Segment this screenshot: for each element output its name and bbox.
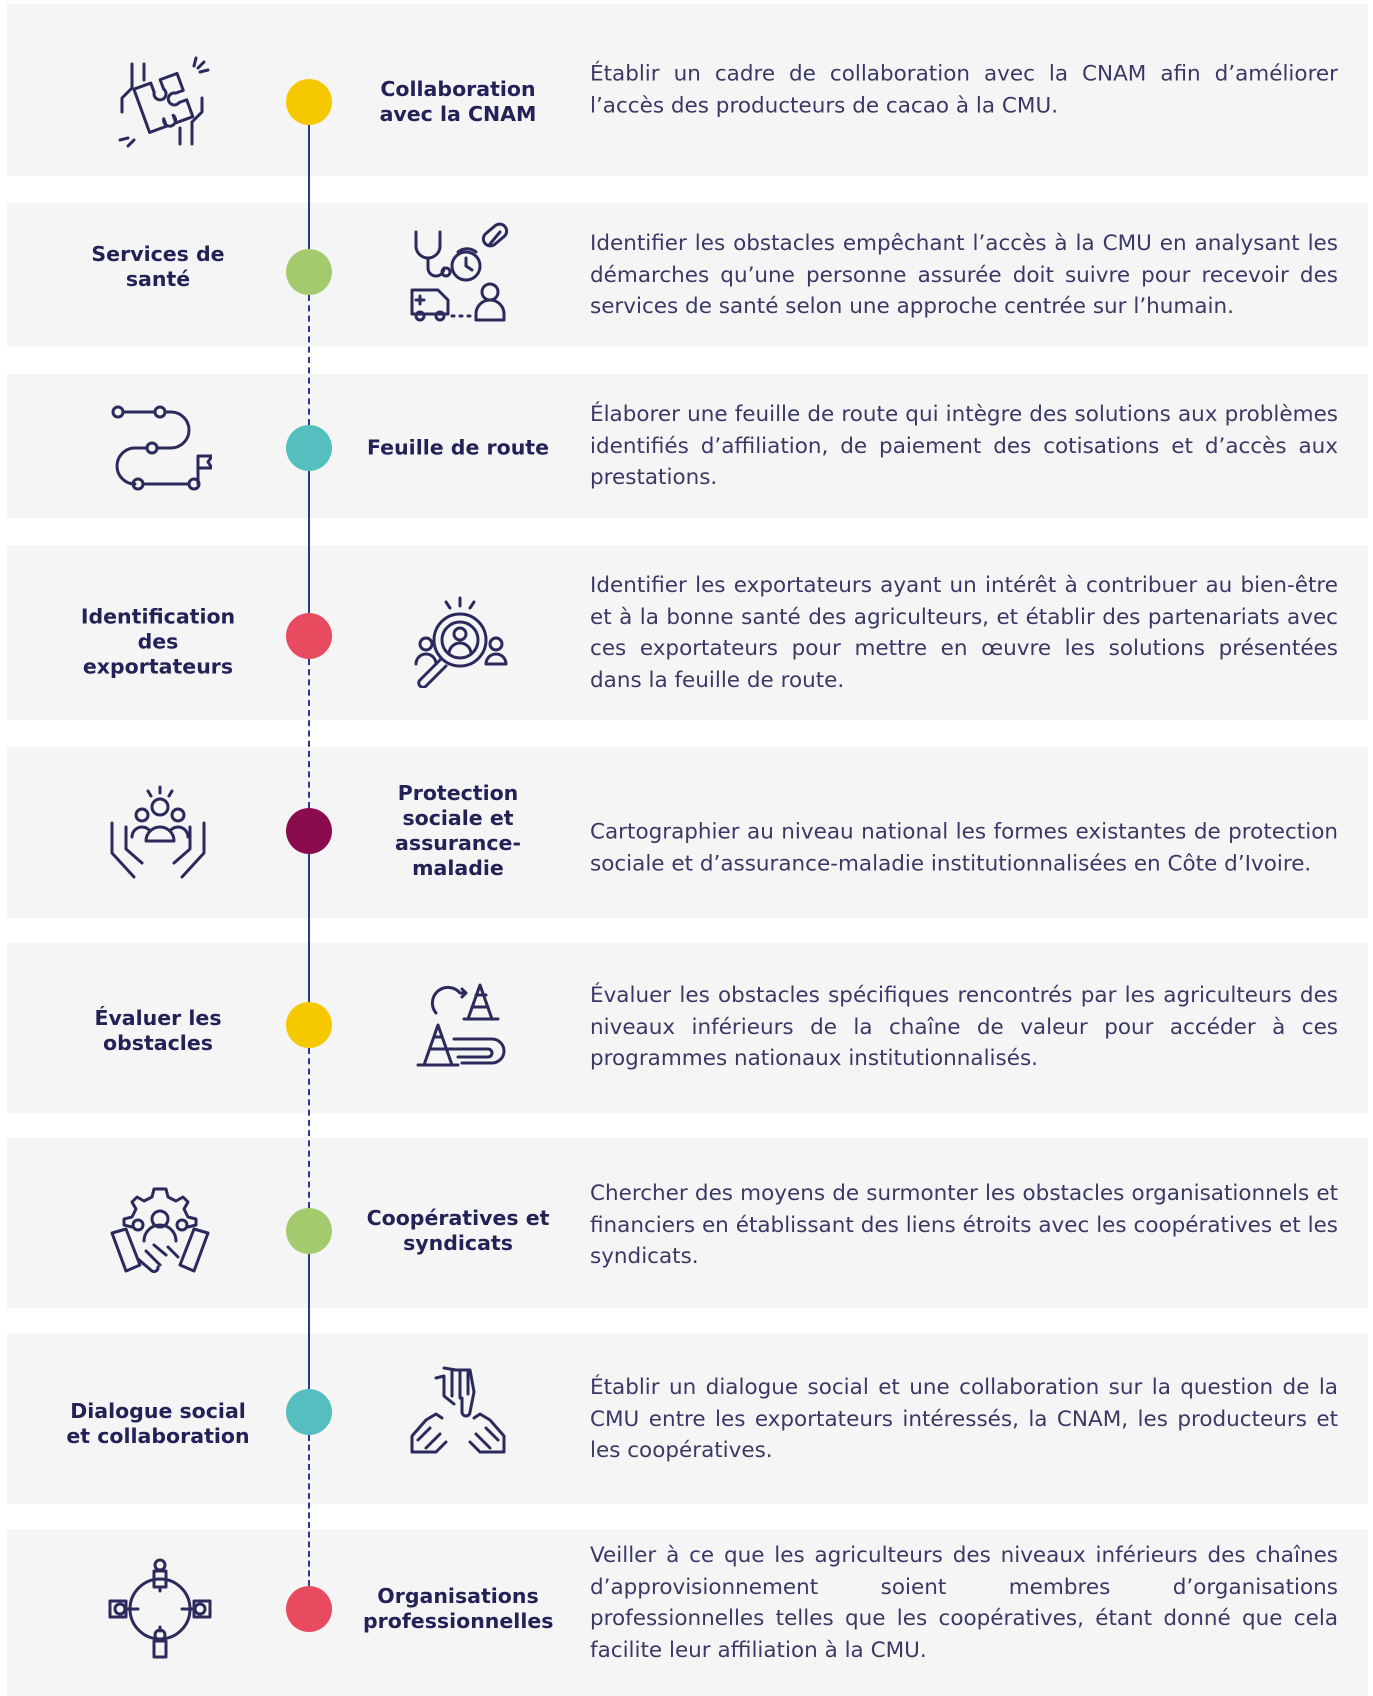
timeline-dot xyxy=(286,425,332,471)
step-title: Identification des exportateurs xyxy=(80,604,236,679)
timeline-step xyxy=(7,1529,1368,1696)
timeline-step xyxy=(7,374,1368,518)
step-title: Collaboration avec la CNAM xyxy=(379,77,537,126)
traffic-cones-path-icon xyxy=(406,973,510,1077)
roadmap-icon xyxy=(108,396,212,500)
timeline-dot xyxy=(286,808,332,854)
three-hands-icon xyxy=(406,1360,510,1464)
step-description: Identifier les exportateurs ayant un int… xyxy=(590,573,1338,693)
step-description: Élaborer une feuille de route qui intègr… xyxy=(590,401,1338,490)
timeline-step xyxy=(7,943,1368,1113)
timeline-step xyxy=(7,203,1368,347)
timeline-step xyxy=(7,1138,1368,1308)
network-people-icon xyxy=(108,1557,212,1661)
timeline-step xyxy=(7,747,1368,918)
timeline-dot xyxy=(286,1002,332,1048)
health-services-icon xyxy=(406,220,510,324)
dashed-connector-line xyxy=(308,295,310,425)
step-description: Évaluer les obstacles spécifiques rencon… xyxy=(590,982,1338,1071)
timeline-dot xyxy=(286,1389,332,1435)
step-description: Établir un cadre de collaboration avec l… xyxy=(590,61,1338,119)
puzzle-hands-icon xyxy=(108,50,212,154)
step-title: Organisations professionnelles xyxy=(363,1584,554,1633)
timeline-dot xyxy=(286,1208,332,1254)
timeline-dot xyxy=(286,79,332,125)
step-title: Feuille de route xyxy=(367,435,549,460)
timeline-step xyxy=(7,4,1368,176)
step-description: Établir un dialogue social et une collab… xyxy=(590,1374,1338,1463)
step-title: Services de santé xyxy=(91,242,225,291)
timeline-dot xyxy=(286,249,332,295)
solid-connector-line xyxy=(308,471,310,613)
solid-connector-line xyxy=(308,854,310,1002)
dashed-connector-line xyxy=(308,659,310,808)
dashed-connector-line xyxy=(308,1435,310,1586)
timeline-step xyxy=(7,545,1368,720)
step-description: Chercher des moyens de surmonter les obs… xyxy=(590,1180,1338,1269)
magnifier-person-icon xyxy=(406,584,510,688)
step-description: Cartographier au niveau national les for… xyxy=(590,819,1338,877)
step-description: Identifier les obstacles empêchant l’acc… xyxy=(590,230,1338,319)
timeline-dot xyxy=(286,1586,332,1632)
step-title: Dialogue social et collaboration xyxy=(66,1399,250,1448)
timeline-dot xyxy=(286,613,332,659)
step-title: Coopératives et syndicats xyxy=(366,1206,550,1255)
step-title: Évaluer les obstacles xyxy=(94,1006,222,1055)
step-title: Protection sociale et assurance-maladie xyxy=(395,781,521,880)
step-description: Veiller à ce que les agriculteurs des ni… xyxy=(590,1543,1338,1663)
timeline-step xyxy=(7,1333,1368,1504)
dashed-connector-line xyxy=(308,1048,310,1208)
solid-connector-line xyxy=(308,125,310,249)
gear-handshake-icon xyxy=(108,1179,212,1283)
hands-protect-people-icon xyxy=(108,779,212,883)
solid-connector-line xyxy=(308,1254,310,1389)
